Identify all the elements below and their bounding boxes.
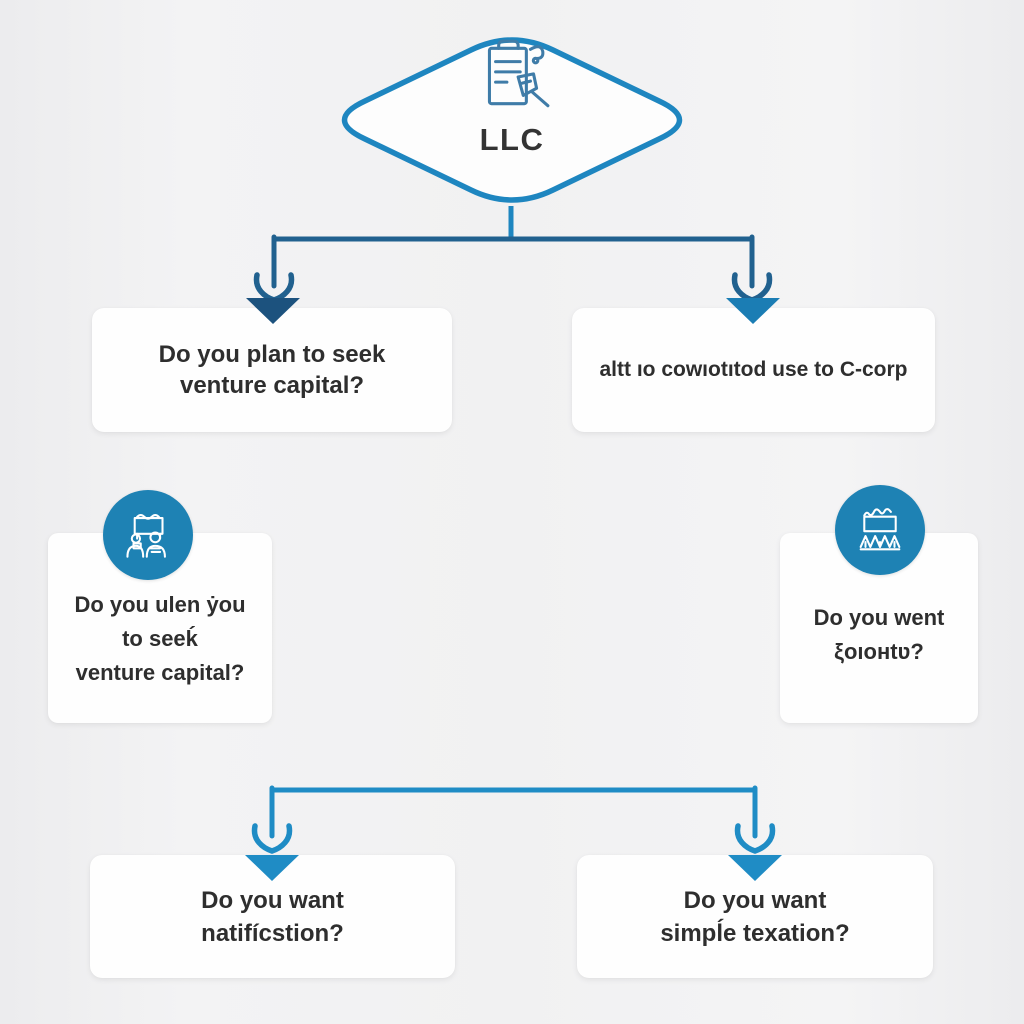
node-text-line: altt ıo cowıotıtod use to C-corp bbox=[599, 358, 908, 381]
node-text-line: natifícstion? bbox=[201, 919, 344, 947]
node-text-line: to seeḱ bbox=[122, 626, 198, 651]
root-node-label: LLC bbox=[479, 122, 545, 157]
node-text-line: Do you ulen ẏou bbox=[74, 592, 246, 617]
node-text-line: ξoıoʜtʋ? bbox=[834, 639, 924, 664]
node-text-line: Do you want bbox=[201, 886, 344, 914]
node-text-line: simpĺe texation? bbox=[660, 919, 850, 947]
node-llc: LLC bbox=[382, 36, 642, 196]
node-want-notification: Do you want natifícstion? bbox=[90, 855, 455, 978]
node-converted-use-to-c-corp: altt ıo cowıotıtod use to C-corp bbox=[572, 308, 935, 432]
node-text-line: Do you plan to seek bbox=[158, 341, 386, 368]
node-text-line: venture capital? bbox=[179, 372, 365, 399]
banner-crowd-icon bbox=[835, 485, 925, 575]
document-search-icon bbox=[487, 39, 550, 108]
people-presentation-icon bbox=[103, 490, 193, 580]
node-text-line: Do you want bbox=[683, 886, 827, 914]
node-text-line: Do you went bbox=[813, 605, 945, 630]
node-plan-seek-venture-capital: Do you plan to seek venture capital? bbox=[92, 308, 452, 432]
node-text-line: venture capital? bbox=[75, 660, 245, 685]
node-want-simple-taxation: Do you want simpĺe texation? bbox=[577, 855, 933, 978]
